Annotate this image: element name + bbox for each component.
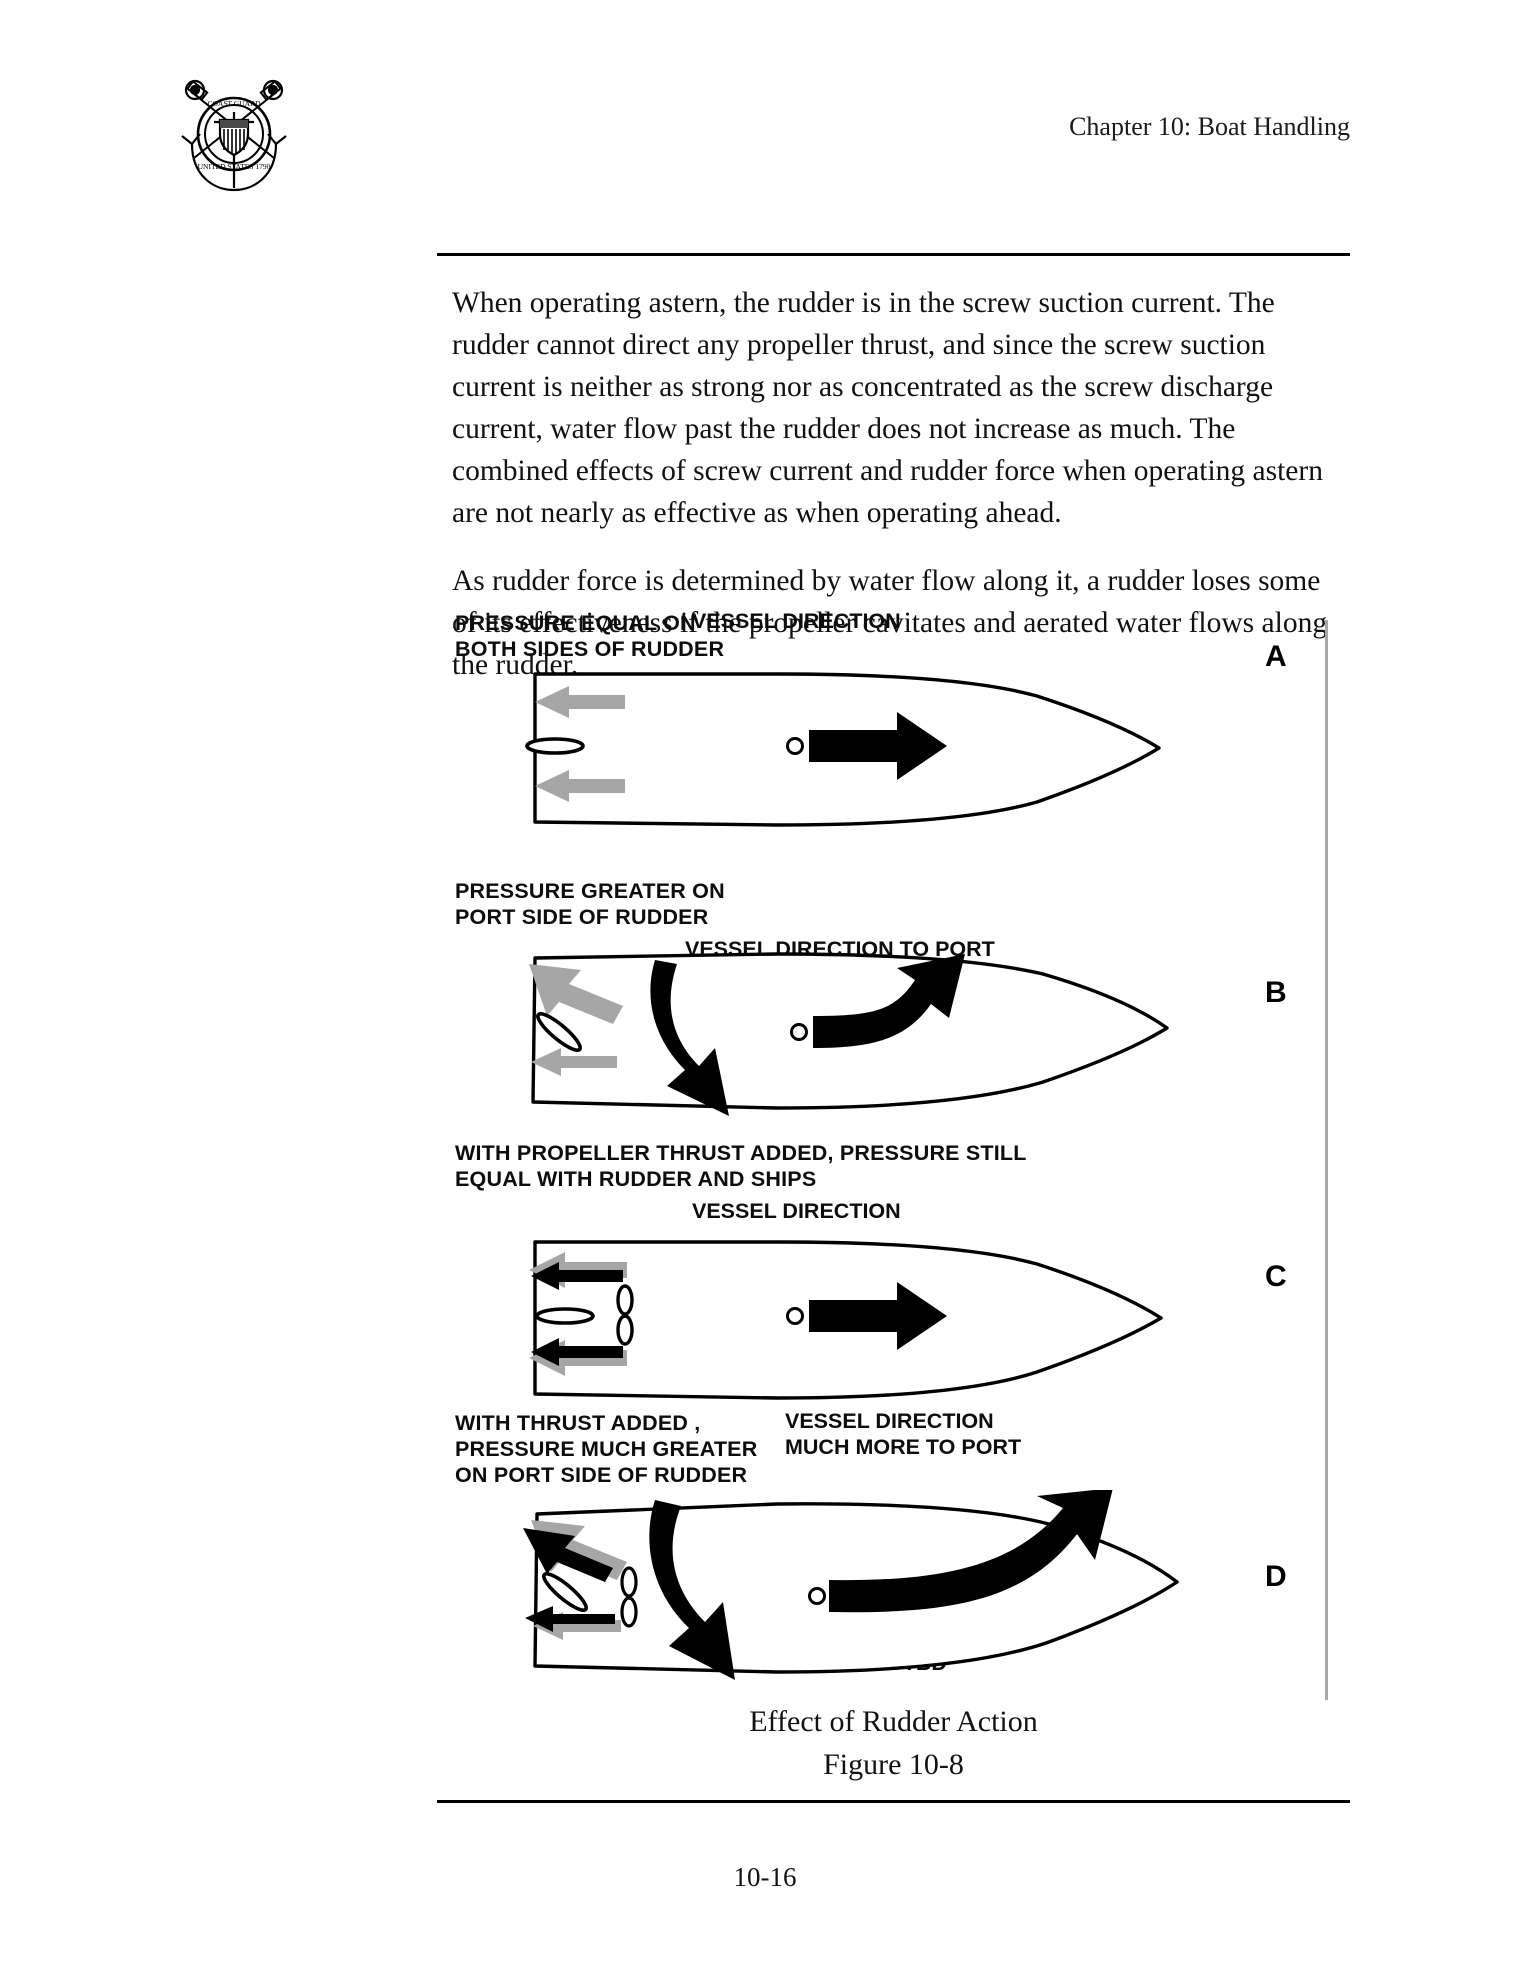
black-thrust-arrow-small-d	[525, 1606, 615, 1632]
rudder-angled-b	[536, 1012, 582, 1052]
figure-vertical-divider	[1325, 620, 1328, 1700]
stern-swing-arrow-b	[650, 960, 729, 1116]
figure-panel-b: PRESSURE GREATER ON PORT SIDE OF RUDDER …	[437, 878, 1327, 1138]
panel-c-vessel-label: VESSEL DIRECTION	[692, 1199, 901, 1223]
black-thrust-arrow-angled-d	[523, 1528, 613, 1582]
figure-panel-a: PRESSURE EQUAL ON BOTH SIDES OF RUDDER A…	[437, 609, 1327, 860]
propeller-c	[616, 1284, 634, 1346]
vessel-direction-arrow-d	[829, 1490, 1113, 1613]
figure-caption-number: Figure 10-8	[823, 1748, 964, 1781]
panel-a-caption: PRESSURE EQUAL ON BOTH SIDES OF RUDDER	[455, 611, 725, 661]
svg-text:UNITED STATES 1790: UNITED STATES 1790	[198, 162, 271, 171]
panel-d-vessel-label: VESSEL DIRECTION MUCH MORE TO PORT	[785, 1409, 1022, 1459]
stern-swing-arrow-d	[649, 1500, 735, 1680]
panel-d-hull-diagram	[523, 1490, 1179, 1680]
pivot-point-b	[790, 1023, 808, 1041]
page-number: 10-16	[733, 1862, 797, 1892]
figure-panel-c: WITH PROPELLER THRUST ADDED, PRESSURE ST…	[437, 1140, 1327, 1408]
coast-guard-seal-logo: COAST GUARD UNITED STATES 1790	[170, 72, 298, 200]
figure-rudder-action: PRESSURE EQUAL ON BOTH SIDES OF RUDDER A…	[437, 609, 1350, 1710]
vessel-direction-arrow-a	[809, 712, 947, 780]
black-thrust-arrows-c	[531, 1262, 623, 1366]
panel-c-caption: WITH PROPELLER THRUST ADDED, PRESSURE ST…	[455, 1141, 1027, 1191]
footer-divider-rule	[437, 1800, 1350, 1803]
panel-d-caption: WITH THRUST ADDED , PRESSURE MUCH GREATE…	[455, 1411, 758, 1487]
pivot-point-c	[786, 1307, 804, 1325]
figure-panel-d: WITH THRUST ADDED , PRESSURE MUCH GREATE…	[437, 1409, 1327, 1710]
gray-flow-arrows-a	[535, 686, 625, 802]
gray-flow-arrow-angled-b	[529, 964, 623, 1024]
pivot-point-a	[786, 737, 804, 755]
panel-a-vessel-label: VESSEL DIRECTION	[692, 609, 901, 633]
panel-a-hull-diagram	[525, 672, 1161, 827]
paragraph-astern-rudder: When operating astern, the rudder is in …	[452, 287, 1323, 529]
vessel-direction-arrow-b	[813, 954, 965, 1048]
body-text-column: When operating astern, the rudder is in …	[452, 282, 1352, 712]
rudder-c	[535, 1307, 595, 1325]
pivot-point-d	[808, 1587, 826, 1605]
rudder-angled-d	[542, 1572, 588, 1612]
vessel-direction-arrow-c	[809, 1282, 947, 1350]
panel-b-hull-diagram	[529, 952, 1169, 1116]
panel-d-letter: D	[1265, 1560, 1287, 1593]
panel-b-letter: B	[1265, 976, 1287, 1009]
rudder-a	[525, 737, 585, 755]
propeller-d	[620, 1566, 638, 1628]
panel-c-letter: C	[1265, 1260, 1287, 1293]
figure-caption: Effect of Rudder Action Figure 10-8	[437, 1700, 1350, 1786]
chapter-title: Chapter 10: Boat Handling	[1069, 112, 1350, 141]
panel-a-letter: A	[1265, 640, 1287, 673]
header-divider-rule	[437, 253, 1350, 256]
panel-b-caption: PRESSURE GREATER ON PORT SIDE OF RUDDER	[455, 879, 725, 929]
panel-c-hull-diagram	[529, 1240, 1163, 1400]
figure-caption-title: Effect of Rudder Action	[749, 1705, 1038, 1738]
svg-text:COAST GUARD: COAST GUARD	[208, 99, 262, 108]
gray-flow-arrow-small-b	[531, 1048, 617, 1076]
paragraph-rudder-force: As rudder force is determined by water f…	[452, 565, 1328, 681]
